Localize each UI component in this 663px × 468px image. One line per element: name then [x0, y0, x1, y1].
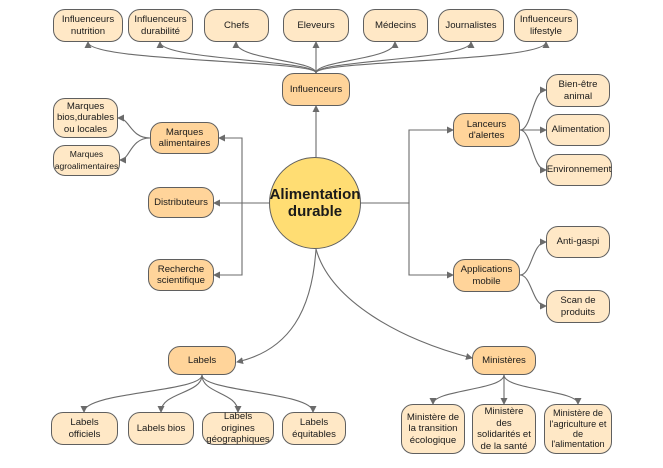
edge-influenceurs-nutrition: [84, 41, 317, 74]
node-marques-bios: Marques bios,durables ou locales: [53, 98, 118, 138]
edge-influenceurs-durabilite: [156, 41, 317, 74]
node-ministere-transition: Ministère de la transition écologique: [401, 404, 465, 454]
edge-labels-geo: [201, 374, 242, 413]
central-topic-label: Alimentation durable: [269, 186, 361, 220]
central-topic: Alimentation durable: [269, 157, 361, 249]
node-marques-alimentaires: Marques alimentaires: [150, 122, 219, 154]
node-ministere-solidarites-label: Ministère des solidarités et de la santé: [477, 406, 531, 452]
node-influenceurs-lifestyle-label: Influenceurs lifestyle: [519, 14, 573, 37]
node-medecins-label: Médecins: [374, 19, 417, 31]
node-recherche-scientifique: Recherche scientifique: [148, 259, 214, 291]
node-eleveurs: Eleveurs: [283, 9, 349, 42]
node-applications-mobile-label: Applications mobile: [460, 264, 513, 287]
node-distributeurs: Distributeurs: [148, 187, 214, 218]
node-labels-equitables-label: Labels équitables: [292, 417, 336, 440]
node-ministere-solidarites: Ministère des solidarités et de la santé: [472, 404, 536, 454]
node-chefs-label: Chefs: [223, 19, 250, 31]
node-anti-gaspi: Anti-gaspi: [546, 226, 610, 258]
node-labels-officiels-label: Labels officiels: [68, 417, 101, 440]
node-influenceurs: Influenceurs: [282, 73, 350, 106]
node-influenceurs-nutrition-label: Influenceurs nutrition: [61, 14, 115, 37]
edge-ministeres-transition: [429, 374, 505, 405]
node-bien-etre-animal-label: Bien-être animal: [558, 79, 598, 102]
node-labels-geographiques-label: Labels origines géographiques: [206, 411, 270, 446]
node-distributeurs-label: Distributeurs: [154, 196, 208, 208]
node-influenceurs-nutrition: Influenceurs nutrition: [53, 9, 123, 42]
node-journalistes-label: Journalistes: [445, 19, 497, 31]
edge-center-labels: [236, 248, 317, 365]
node-labels-bios: Labels bios: [128, 412, 194, 445]
node-alimentation-label: Alimentation: [551, 124, 605, 136]
edge-applications-scan: [519, 274, 547, 310]
node-marques-agro: Marques agroalimentaires: [53, 145, 120, 176]
edge-influenceurs-journalistes: [315, 41, 475, 74]
node-lanceurs-alertes-label: Lanceurs d'alertes: [466, 118, 507, 142]
node-applications-mobile: Applications mobile: [453, 259, 520, 292]
edge-center-ministeres: [315, 248, 473, 360]
node-chefs: Chefs: [204, 9, 269, 42]
edge-influenceurs-chefs: [232, 41, 317, 74]
node-labels-geographiques: Labels origines géographiques: [202, 411, 274, 446]
node-labels-label: Labels: [187, 354, 217, 366]
node-influenceurs-durabilite: Influenceurs durabilité: [128, 9, 193, 42]
node-eleveurs-label: Eleveurs: [297, 19, 335, 31]
edge-labels-bios: [157, 374, 203, 413]
node-environnement: Environnement: [546, 154, 612, 186]
node-marques-alimentaires-label: Marques alimentaires: [158, 126, 211, 150]
node-labels-officiels: Labels officiels: [51, 412, 118, 445]
node-scan-produits: Scan de produits: [546, 290, 610, 323]
node-influenceurs-lifestyle: Influenceurs lifestyle: [514, 9, 578, 42]
node-medecins: Médecins: [363, 9, 428, 42]
node-bien-etre-animal: Bien-être animal: [546, 74, 610, 107]
node-ministere-agriculture: Ministère de l'agriculture et de l'alime…: [544, 404, 612, 454]
edge-influenceurs-lifestyle: [315, 41, 550, 74]
node-environnement-label: Environnement: [546, 164, 612, 176]
node-journalistes: Journalistes: [438, 9, 504, 42]
node-scan-produits-label: Scan de produits: [560, 295, 596, 318]
edge-applications-antigaspi: [519, 238, 547, 276]
edge-center-lanceurs: [361, 126, 454, 204]
node-ministere-transition-label: Ministère de la transition écologique: [406, 411, 460, 446]
edge-marques-agro: [119, 137, 151, 164]
edge-ministeres-agriculture: [503, 374, 582, 405]
edge-lanceurs-bienetre: [519, 86, 547, 131]
edge-labels-officiels: [80, 374, 203, 413]
node-recherche-scientifique-label: Recherche scientifique: [157, 263, 205, 287]
edge-center-applications: [361, 202, 454, 279]
edge-lanceurs-environnement: [519, 129, 547, 174]
node-labels-equitables: Labels équitables: [282, 412, 346, 445]
edge-labels-equitables: [201, 374, 317, 413]
node-influenceurs-durabilite-label: Influenceurs durabilité: [134, 14, 187, 37]
node-alimentation: Alimentation: [546, 114, 610, 146]
node-ministere-agriculture-label: Ministère de l'agriculture et de l'alime…: [549, 408, 607, 450]
edge-center-marques: [218, 134, 269, 204]
edge-influenceurs-medecins: [315, 41, 399, 74]
node-marques-agro-label: Marques agroalimentaires: [54, 149, 119, 171]
node-influenceurs-label: Influenceurs: [289, 83, 343, 95]
node-ministeres-label: Ministères: [482, 354, 526, 366]
node-labels-bios-label: Labels bios: [136, 422, 186, 434]
edge-center-recherche: [213, 202, 269, 279]
edge-marques-bios: [117, 114, 151, 139]
node-marques-bios-label: Marques bios,durables ou locales: [56, 100, 115, 135]
node-anti-gaspi-label: Anti-gaspi: [556, 236, 600, 248]
node-labels: Labels: [168, 346, 236, 375]
node-ministeres: Ministères: [472, 346, 536, 375]
node-lanceurs-alertes: Lanceurs d'alertes: [453, 113, 520, 147]
